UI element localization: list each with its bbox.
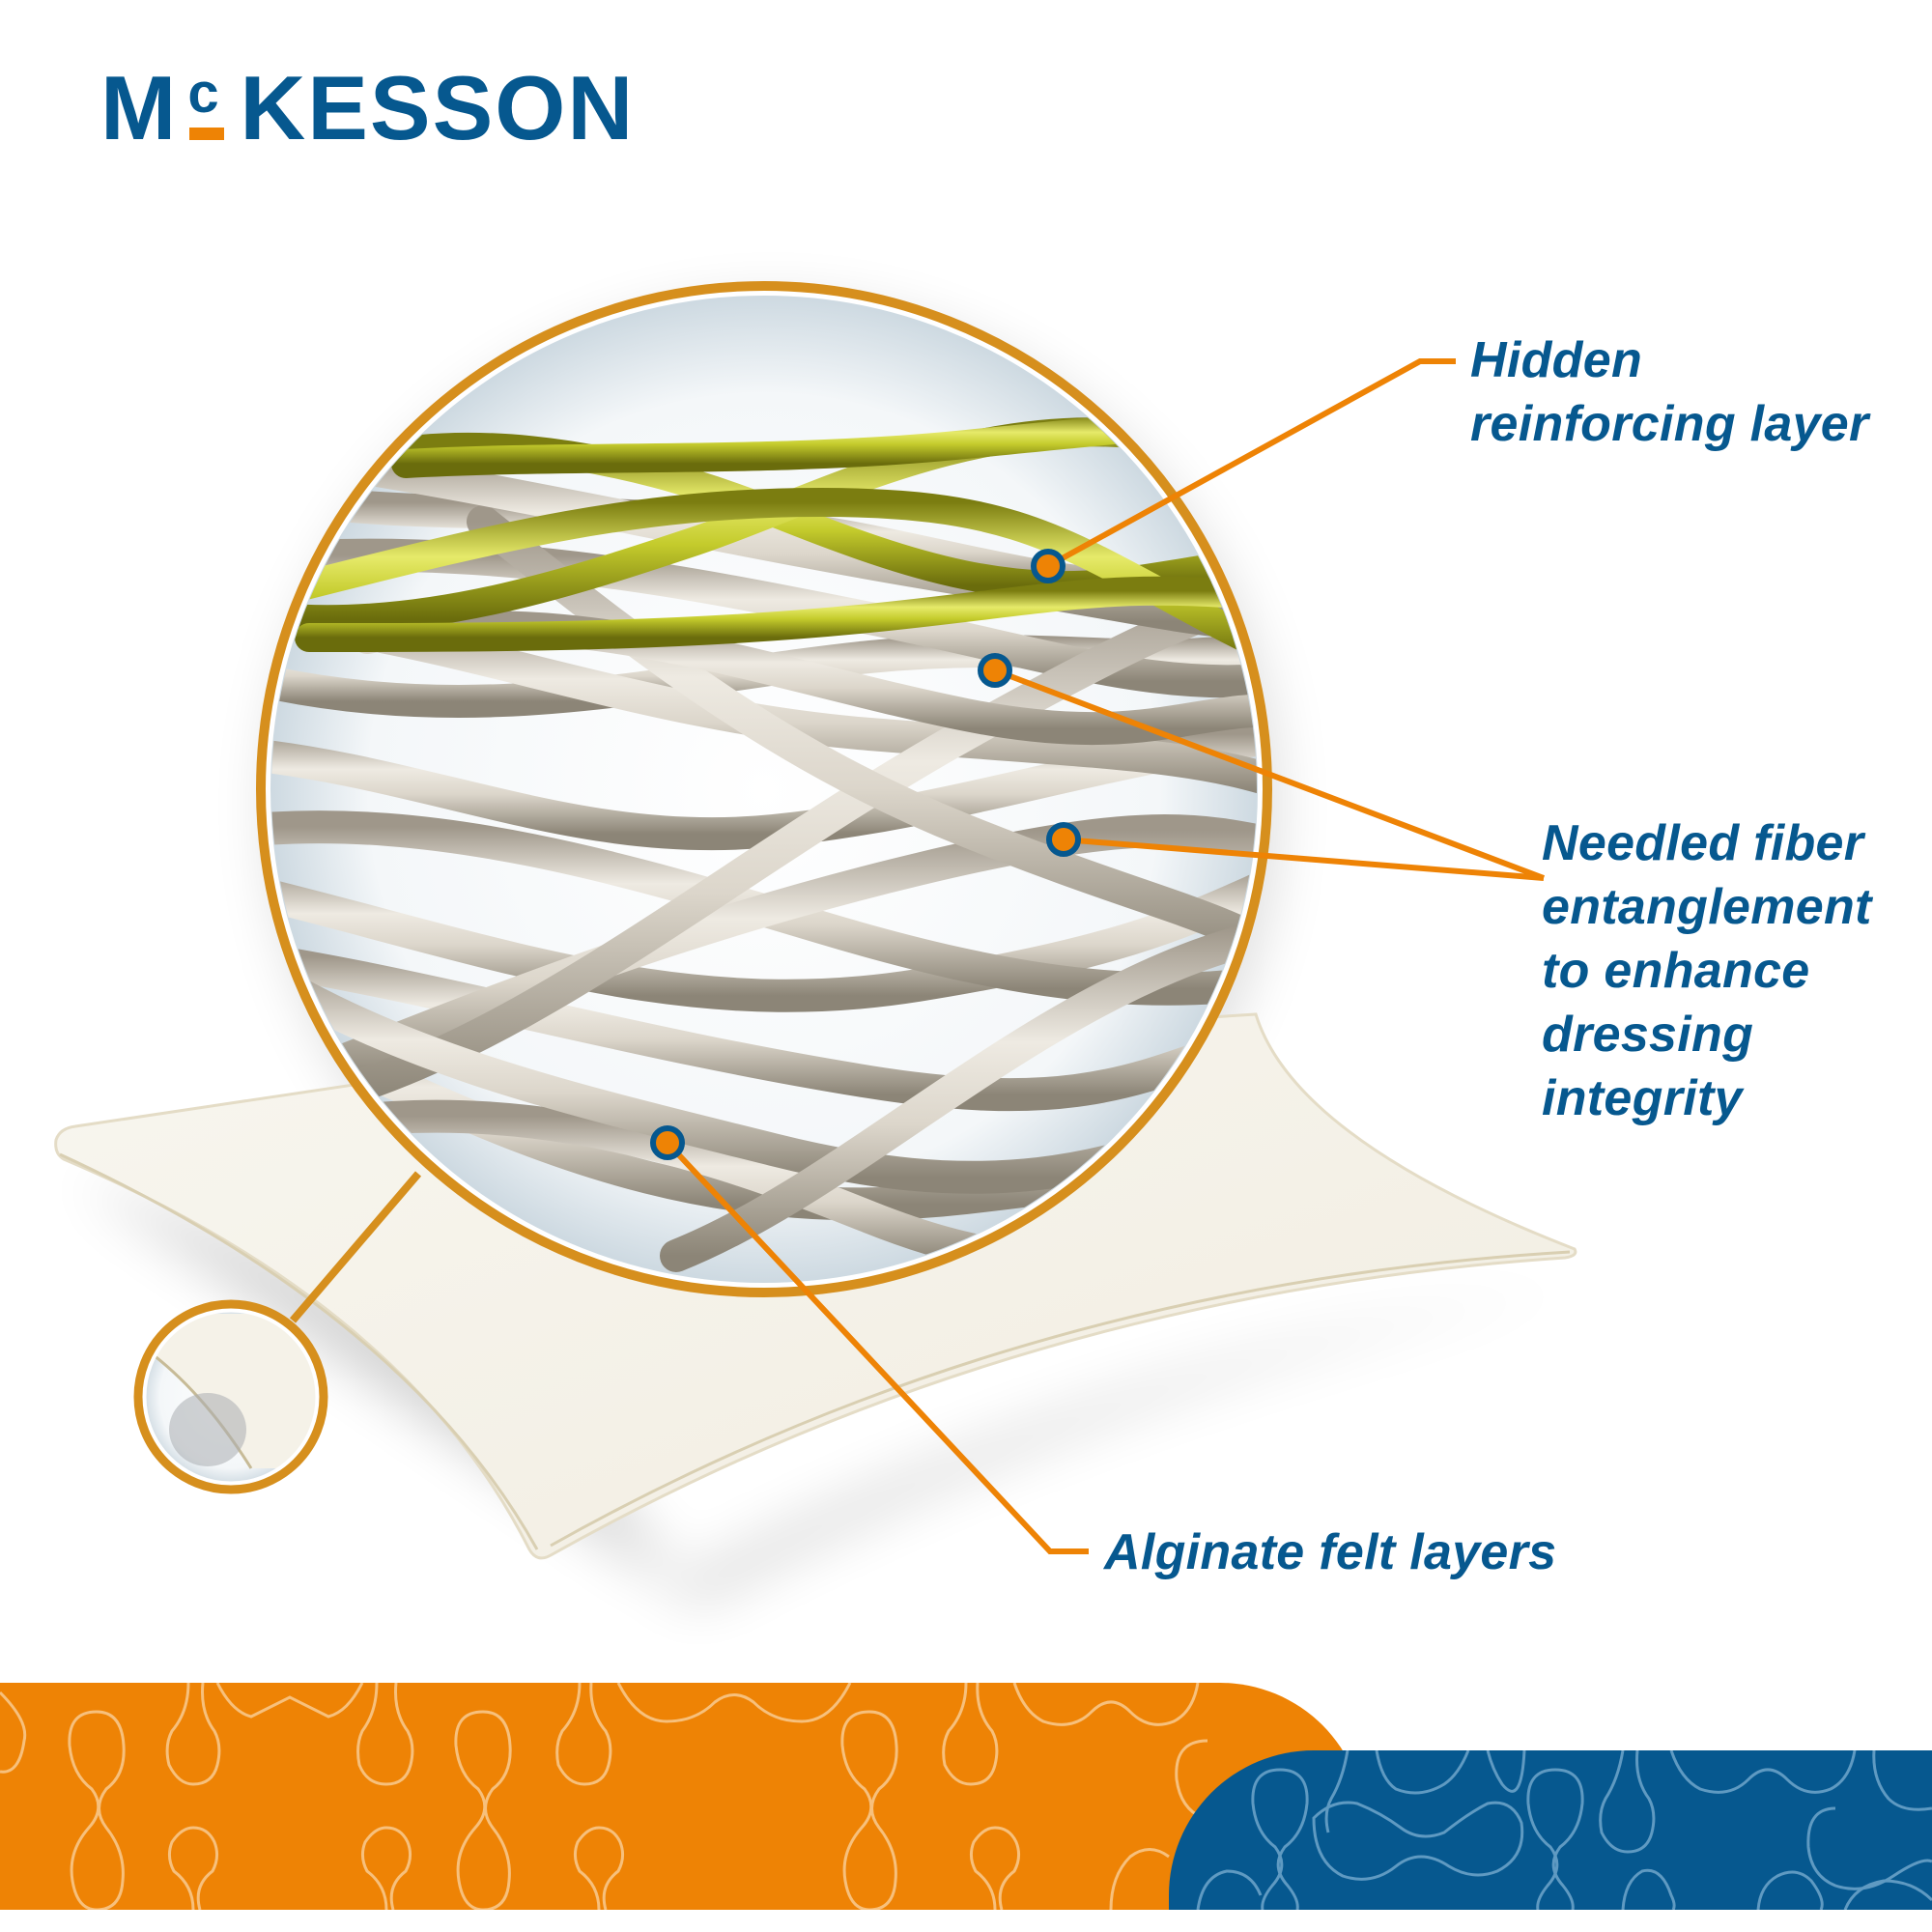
pin-alginate — [650, 1125, 685, 1160]
pin-hidden-layer — [1031, 549, 1065, 583]
logo-m: M — [100, 57, 179, 158]
callout-line: entanglement — [1542, 879, 1872, 935]
pin-needled-1 — [978, 653, 1012, 688]
logo-kesson: KESSON — [240, 57, 636, 158]
callout-leaders — [665, 358, 1546, 1554]
callout-alginate-felt-layers: Alginate felt layers — [1104, 1520, 1556, 1584]
main-magnifier-lens — [256, 281, 1272, 1297]
callout-line: reinforcing layer — [1470, 396, 1869, 452]
footer-blue-band — [1169, 1750, 1932, 1910]
callout-pins — [650, 549, 1081, 1160]
callout-line: dressing — [1542, 1007, 1754, 1063]
callout-line: Alginate felt layers — [1104, 1524, 1557, 1580]
logo-orange-bar — [189, 128, 225, 140]
logo-mc-mark: c — [182, 62, 234, 147]
logo-superscript-c: c — [187, 62, 221, 125]
orange-blob-pattern — [0, 1683, 1290, 1910]
callout-hidden-reinforcing-layer: Hidden reinforcing layer — [1470, 328, 1869, 456]
source-magnifier-lens — [133, 1171, 422, 1494]
callout-line: to enhance — [1542, 943, 1810, 999]
pin-needled-2 — [1046, 822, 1081, 857]
blue-blob-pattern — [1196, 1750, 1932, 1910]
callout-line: Hidden — [1470, 332, 1643, 388]
mckesson-logo: M c KESSON — [100, 57, 636, 158]
callout-line: Needled fiber — [1542, 815, 1864, 871]
callout-needled-fiber-entanglement: Needled fiber entanglement to enhance dr… — [1542, 811, 1872, 1130]
callout-line: integrity — [1542, 1070, 1743, 1126]
footer-orange-band — [0, 1683, 1365, 1910]
